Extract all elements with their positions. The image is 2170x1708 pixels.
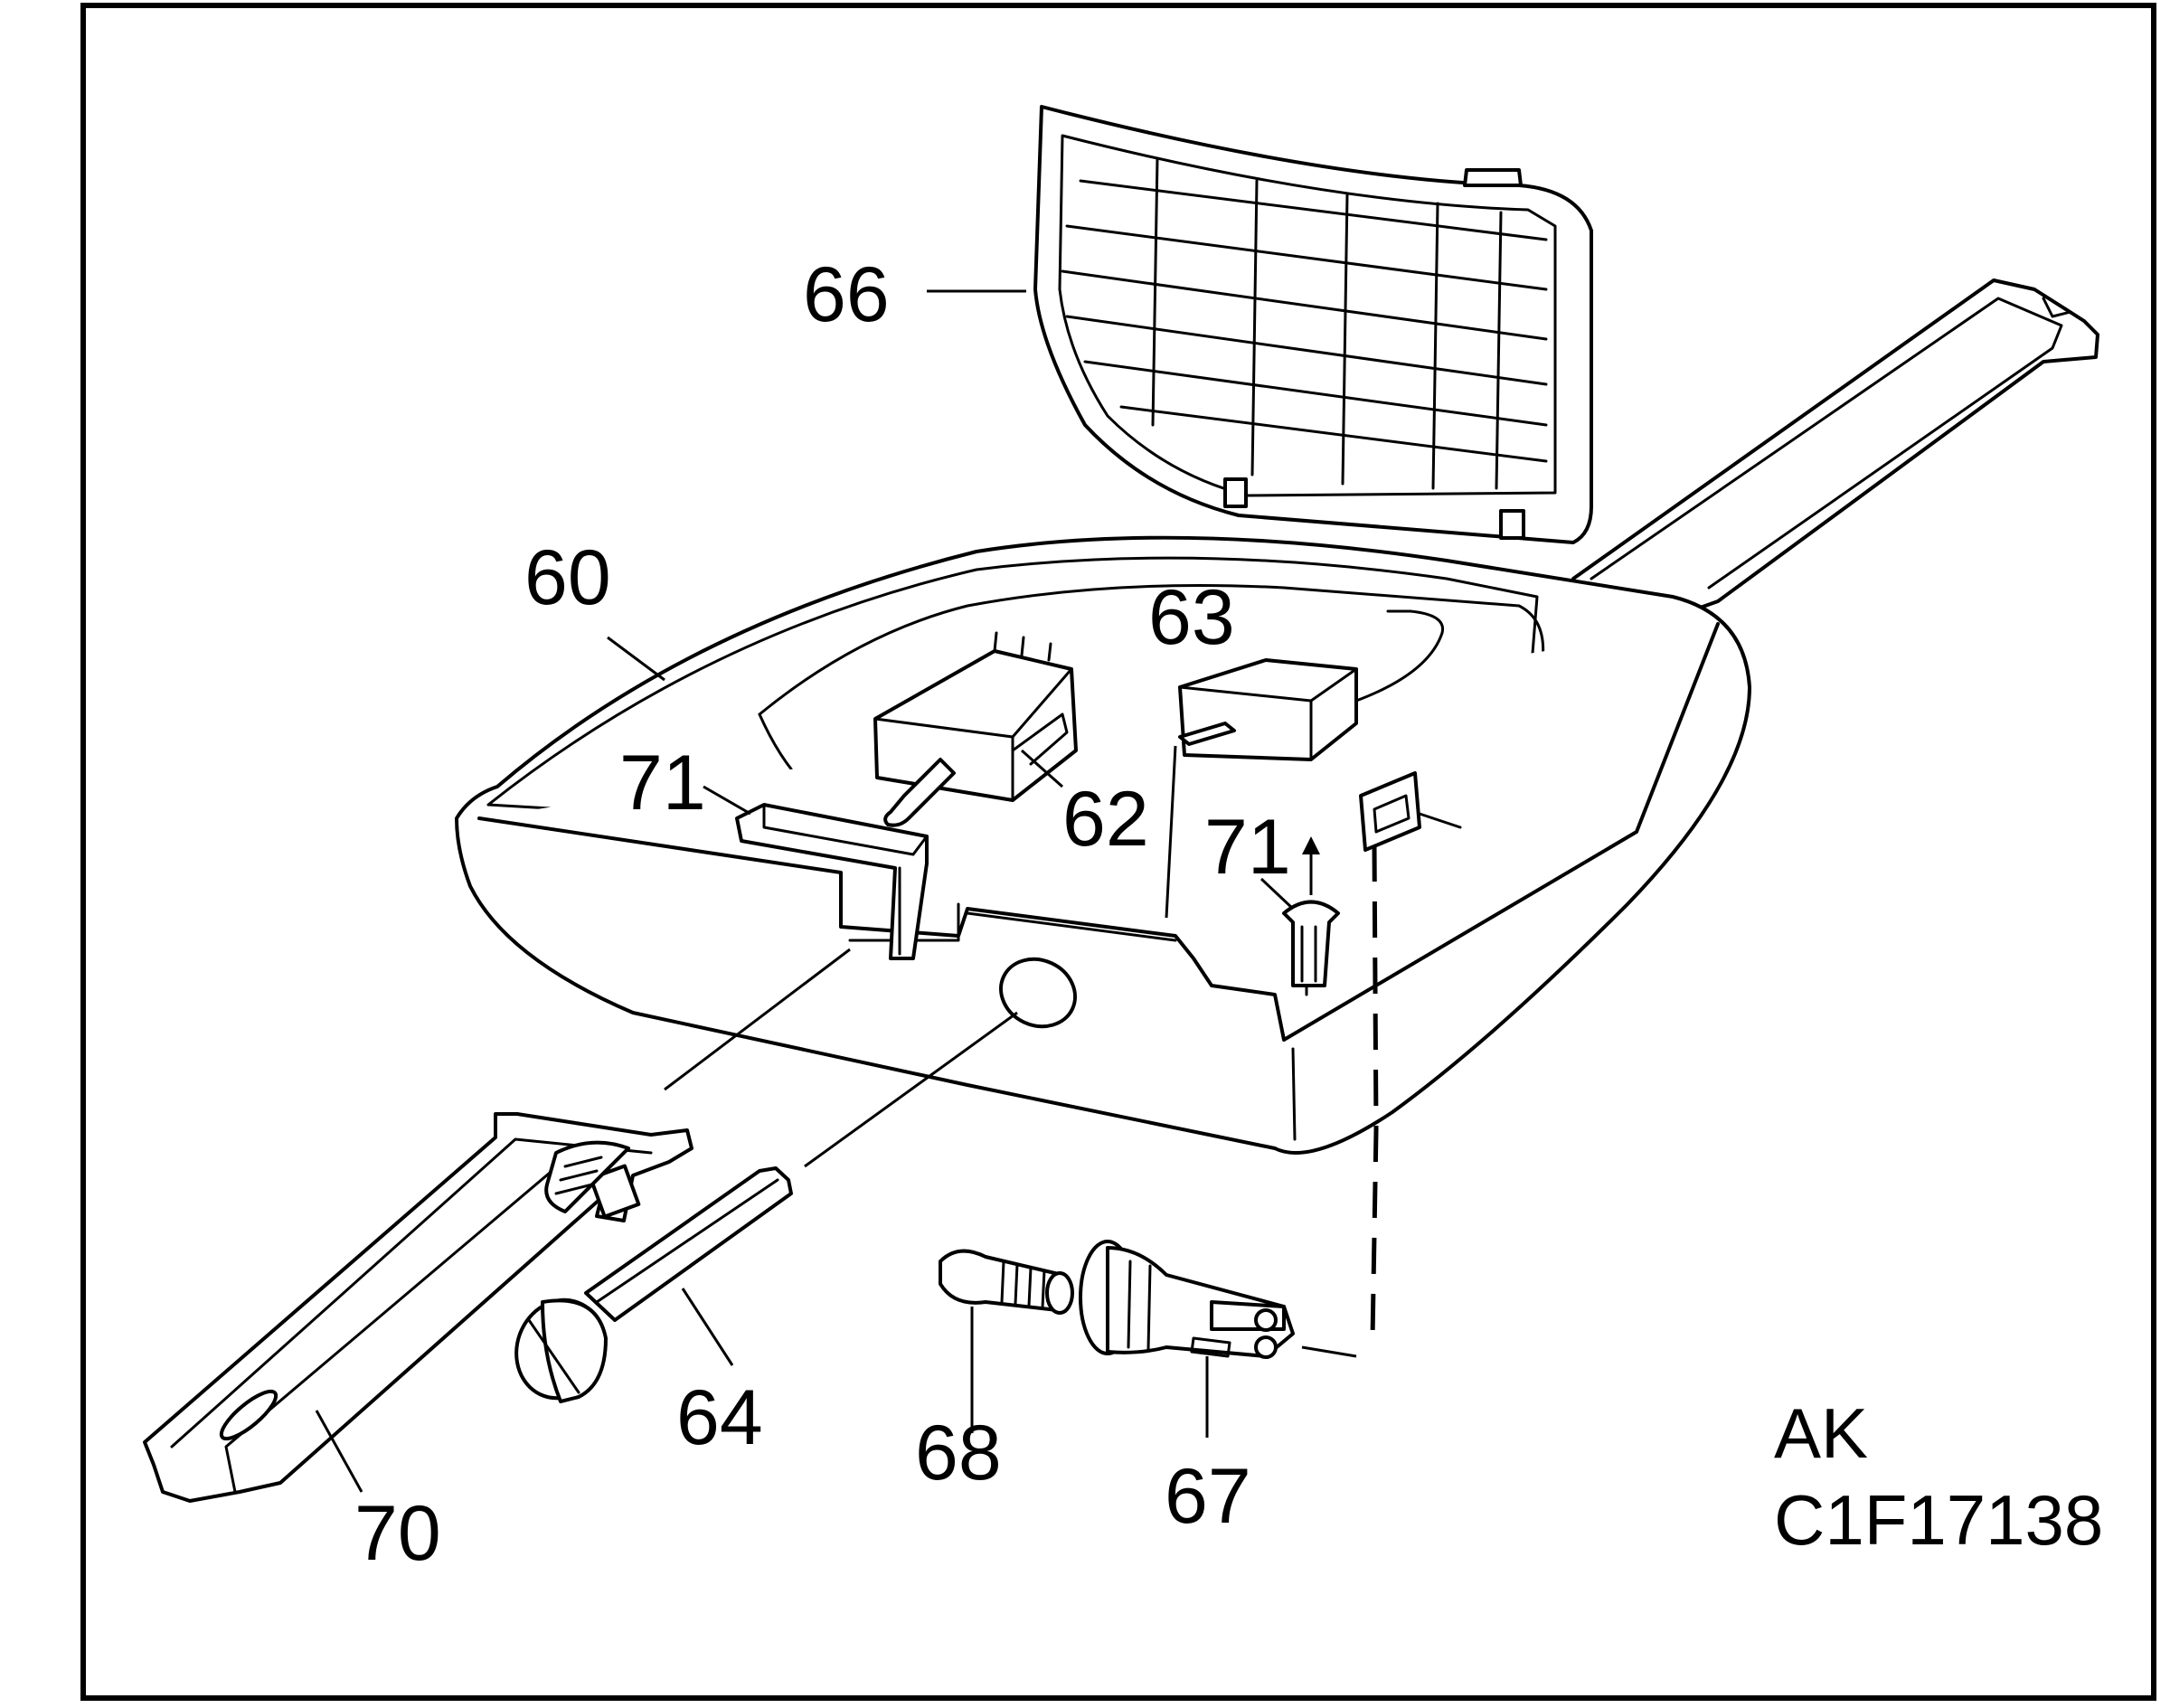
part-62-switch: [873, 631, 1078, 827]
part-64-knob-shaft: [514, 1166, 793, 1403]
drawing-code-line-1: AK: [1774, 1393, 1868, 1473]
callout-64: 64: [676, 1374, 763, 1461]
up-arrow-indicator: [1302, 836, 1320, 895]
callout-62: 62: [1062, 776, 1149, 863]
assembly-line-64: [804, 1011, 1018, 1168]
part-71-push-rivet: [1282, 900, 1340, 996]
callout-70: 70: [354, 1490, 441, 1577]
leader-lines: [315, 289, 1295, 1493]
part-60-main-housing: [455, 535, 1751, 1155]
callout-63: 63: [1148, 574, 1235, 661]
callout-71-right: 71: [1204, 804, 1291, 891]
part-66-grille-lid: [1033, 105, 1593, 544]
callout-60: 60: [524, 534, 611, 621]
part-71-clip-left: [735, 803, 929, 960]
callout-71-left: 71: [619, 740, 706, 826]
assembly-tail-line: [1301, 1345, 1357, 1358]
callout-67: 67: [1165, 1453, 1251, 1540]
callout-66: 66: [803, 251, 890, 338]
part-67-connector: [1079, 1240, 1295, 1359]
drawing-code-line-2: C1F17138: [1774, 1480, 2103, 1560]
part-70-slider: [143, 1112, 693, 1503]
assembly-dashed-line: [1370, 845, 1379, 1339]
part-68-bulb: [939, 1249, 1074, 1315]
assembly-line-70: [664, 948, 851, 1091]
callout-68: 68: [915, 1410, 1002, 1496]
part-63-terminal-box: [1178, 609, 1445, 761]
